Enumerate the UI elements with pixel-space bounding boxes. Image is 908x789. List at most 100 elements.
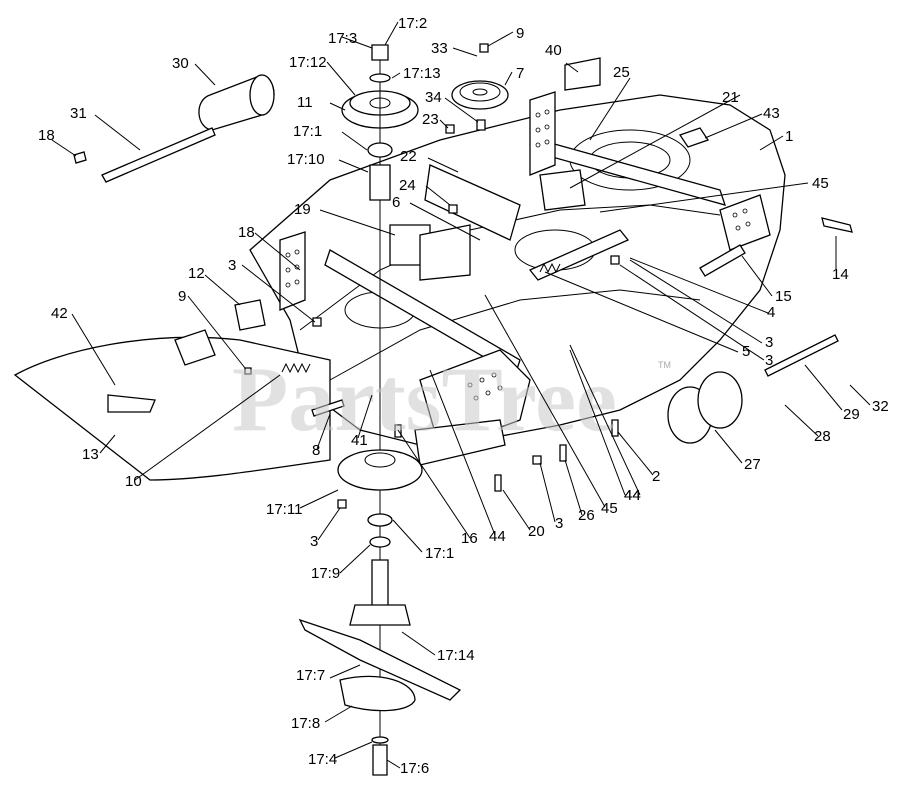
side-bracket-left (279, 231, 306, 311)
callout-1: 1 (785, 128, 793, 145)
leader-line (341, 36, 373, 49)
leader-line (741, 255, 773, 297)
leader-line (599, 182, 809, 213)
callout-22: 22 (400, 148, 417, 165)
callout-34: 34 (425, 89, 442, 106)
callout-24: 24 (399, 177, 416, 194)
roller-30 (198, 74, 275, 131)
leader-line (629, 257, 769, 314)
callout-44-c: 44 (624, 487, 641, 504)
leader-line (539, 462, 556, 523)
spring-5 (539, 262, 561, 274)
hinge-bracket-12 (234, 299, 266, 331)
blade-17-7 (298, 618, 462, 701)
callout-9-a: 9 (516, 25, 524, 42)
callout-18-b: 18 (238, 224, 255, 241)
leader-line (429, 369, 496, 536)
watermark: PartsTree TM (232, 348, 671, 450)
leader-line (134, 374, 281, 481)
leader-line (397, 429, 471, 539)
callout-17-6: 17:6 (400, 760, 429, 777)
blade-guard-17-8 (339, 675, 416, 712)
leader-line (94, 114, 141, 151)
leader-line (425, 185, 451, 206)
callout-19: 19 (294, 201, 311, 218)
callout-17-2: 17:2 (398, 15, 427, 32)
leader-line (487, 31, 514, 47)
callout-14: 14 (832, 266, 849, 283)
rollers-27 (667, 371, 743, 444)
leader-line (324, 705, 353, 723)
leader-line (254, 232, 301, 271)
callout-20: 20 (528, 523, 545, 540)
callout-3-d: 3 (310, 533, 318, 550)
side-bracket-right-front (719, 194, 771, 251)
callout-labels: 17:2 17:3 9 33 40 30 17:12 17:13 7 25 21… (38, 15, 889, 777)
leader-line (565, 62, 579, 73)
leader-line (427, 157, 459, 173)
rod-29 (764, 334, 839, 377)
callout-44-a: 44 (624, 487, 641, 504)
callout-41: 41 (351, 432, 368, 449)
callout-31: 31 (70, 105, 87, 122)
callout-27: 27 (744, 456, 761, 473)
callout-5: 5 (742, 343, 750, 360)
callout-26: 26 (578, 507, 595, 524)
leader-line (386, 759, 401, 769)
callout-29: 29 (843, 406, 860, 423)
plate-21 (539, 169, 586, 211)
pulley-7 (451, 80, 509, 110)
callout-11: 11 (297, 94, 313, 111)
axle-31 (101, 127, 216, 183)
leader-line (357, 394, 373, 439)
callout-17-1-a: 17:1 (293, 123, 322, 140)
leader-line (204, 274, 241, 306)
callout-2: 2 (652, 468, 660, 485)
leader-line (241, 264, 316, 323)
callout-6: 6 (392, 194, 400, 211)
callout-42: 42 (51, 305, 68, 322)
leader-line (341, 131, 368, 151)
pin-14 (821, 217, 853, 233)
spindle-assembly (337, 44, 423, 760)
callout-18-a: 18 (38, 127, 55, 144)
callout-17-10: 17:10 (287, 151, 325, 168)
callout-8: 8 (312, 442, 320, 459)
leader-line (569, 349, 626, 496)
hinge-bracket-9 (174, 329, 216, 366)
side-bracket-right-rear (529, 91, 556, 176)
callout-21: 21 (722, 89, 739, 106)
leader-line (299, 489, 339, 509)
callout-7: 7 (516, 65, 524, 82)
leader-line (504, 71, 513, 86)
blade-bolt-17-6 (371, 736, 389, 776)
callout-45-a: 45 (812, 175, 829, 192)
bracket-19 (419, 224, 471, 281)
leader-line (544, 271, 739, 353)
callout-32: 32 (872, 398, 889, 415)
spring-10 (281, 362, 311, 374)
callout-15: 15 (775, 288, 792, 305)
callout-3-a: 3 (228, 257, 236, 274)
callout-17-12: 17:12 (289, 54, 327, 71)
leader-line (409, 202, 481, 241)
plate-43 (678, 127, 710, 148)
callout-25: 25 (613, 64, 630, 81)
leader-line (329, 664, 361, 679)
leader-line (502, 489, 531, 531)
callout-33: 33 (431, 40, 448, 57)
callout-17-3: 17:3 (328, 30, 357, 47)
leader-line (589, 77, 631, 141)
leader-line (187, 295, 246, 369)
leader-line (392, 519, 423, 553)
leader-line (714, 429, 743, 464)
callout-40: 40 (545, 42, 562, 59)
callout-17-9: 17:9 (311, 565, 340, 582)
callout-4: 4 (767, 304, 775, 321)
leader-line (484, 294, 606, 508)
bolt-8 (311, 399, 345, 417)
callout-17-7: 17:7 (296, 667, 325, 684)
leader-line (439, 119, 449, 129)
fasteners (244, 43, 620, 509)
